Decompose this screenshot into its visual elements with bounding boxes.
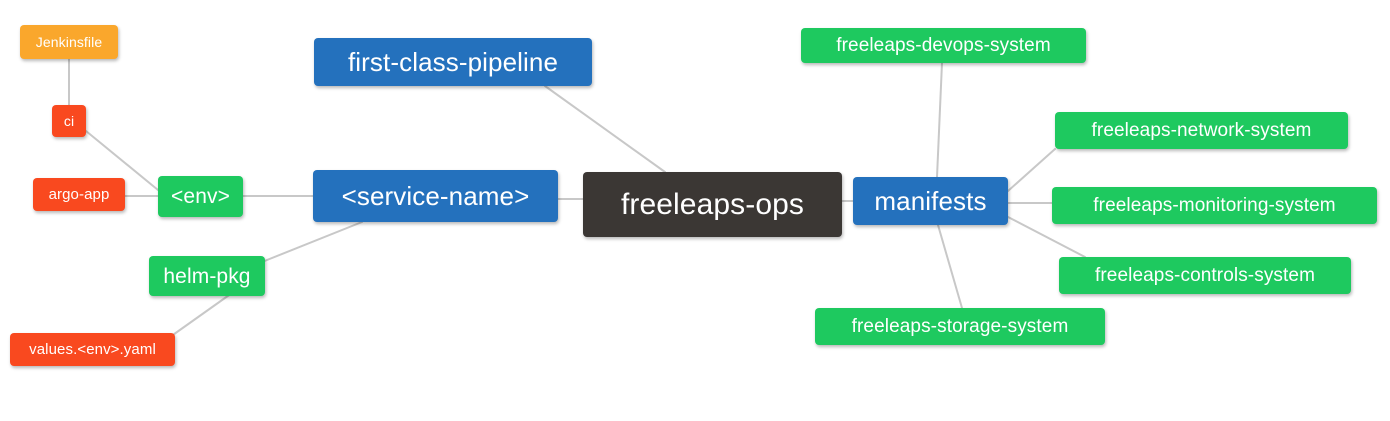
mindmap-node-freeleaps-controls-system[interactable]: freeleaps-controls-system [1059, 257, 1351, 294]
node-label: helm-pkg [163, 264, 251, 288]
mindmap-node-argo-app[interactable]: argo-app [33, 178, 125, 211]
mindmap-node-freeleaps-ops[interactable]: freeleaps-ops [583, 172, 842, 237]
edge-values-env-yaml-to-helm-pkg [169, 292, 233, 338]
node-label: manifests [874, 186, 987, 216]
node-label: <service-name> [341, 181, 530, 211]
mindmap-node-freeleaps-network-system[interactable]: freeleaps-network-system [1055, 112, 1348, 149]
edge-manifests-to-freeleaps-storage-system [937, 224, 963, 309]
node-label: ci [63, 113, 75, 129]
node-label: <env> [171, 185, 230, 208]
node-label: freeleaps-controls-system [1094, 265, 1316, 286]
node-label: freeleaps-network-system [1091, 120, 1312, 141]
mindmap-node-values-env-yaml[interactable]: values.<env>.yaml [10, 333, 175, 366]
edge-manifests-to-freeleaps-network-system [1007, 148, 1056, 192]
node-label: freeleaps-monitoring-system [1093, 195, 1336, 216]
node-label: first-class-pipeline [347, 47, 559, 77]
mindmap-node-first-class-pipeline[interactable]: first-class-pipeline [314, 38, 592, 86]
node-label: Jenkinsfile [35, 34, 103, 50]
node-label: freeleaps-ops [620, 187, 805, 221]
mindmap-node-service-name[interactable]: <service-name> [313, 170, 558, 222]
mindmap-node-freeleaps-devops-system[interactable]: freeleaps-devops-system [801, 28, 1086, 63]
mindmap-node-freeleaps-monitoring-system[interactable]: freeleaps-monitoring-system [1052, 187, 1377, 224]
node-label: freeleaps-storage-system [851, 316, 1069, 337]
mindmap-node-helm-pkg[interactable]: helm-pkg [149, 256, 265, 296]
edge-helm-pkg-to-service-name [261, 221, 363, 263]
node-label: values.<env>.yaml [29, 341, 156, 358]
node-label: argo-app [48, 186, 110, 203]
mindmap-node-env[interactable]: <env> [158, 176, 243, 217]
mindmap-node-jenkinsfile[interactable]: Jenkinsfile [20, 25, 118, 59]
node-label: freeleaps-devops-system [836, 35, 1051, 56]
edge-manifests-to-freeleaps-devops-system [936, 62, 943, 178]
mindmap-node-ci[interactable]: ci [52, 105, 86, 137]
edge-first-class-pipeline-to-freeleaps-ops [544, 85, 666, 173]
mindmap-node-manifests[interactable]: manifests [853, 177, 1008, 225]
mindmap-node-freeleaps-storage-system[interactable]: freeleaps-storage-system [815, 308, 1105, 345]
